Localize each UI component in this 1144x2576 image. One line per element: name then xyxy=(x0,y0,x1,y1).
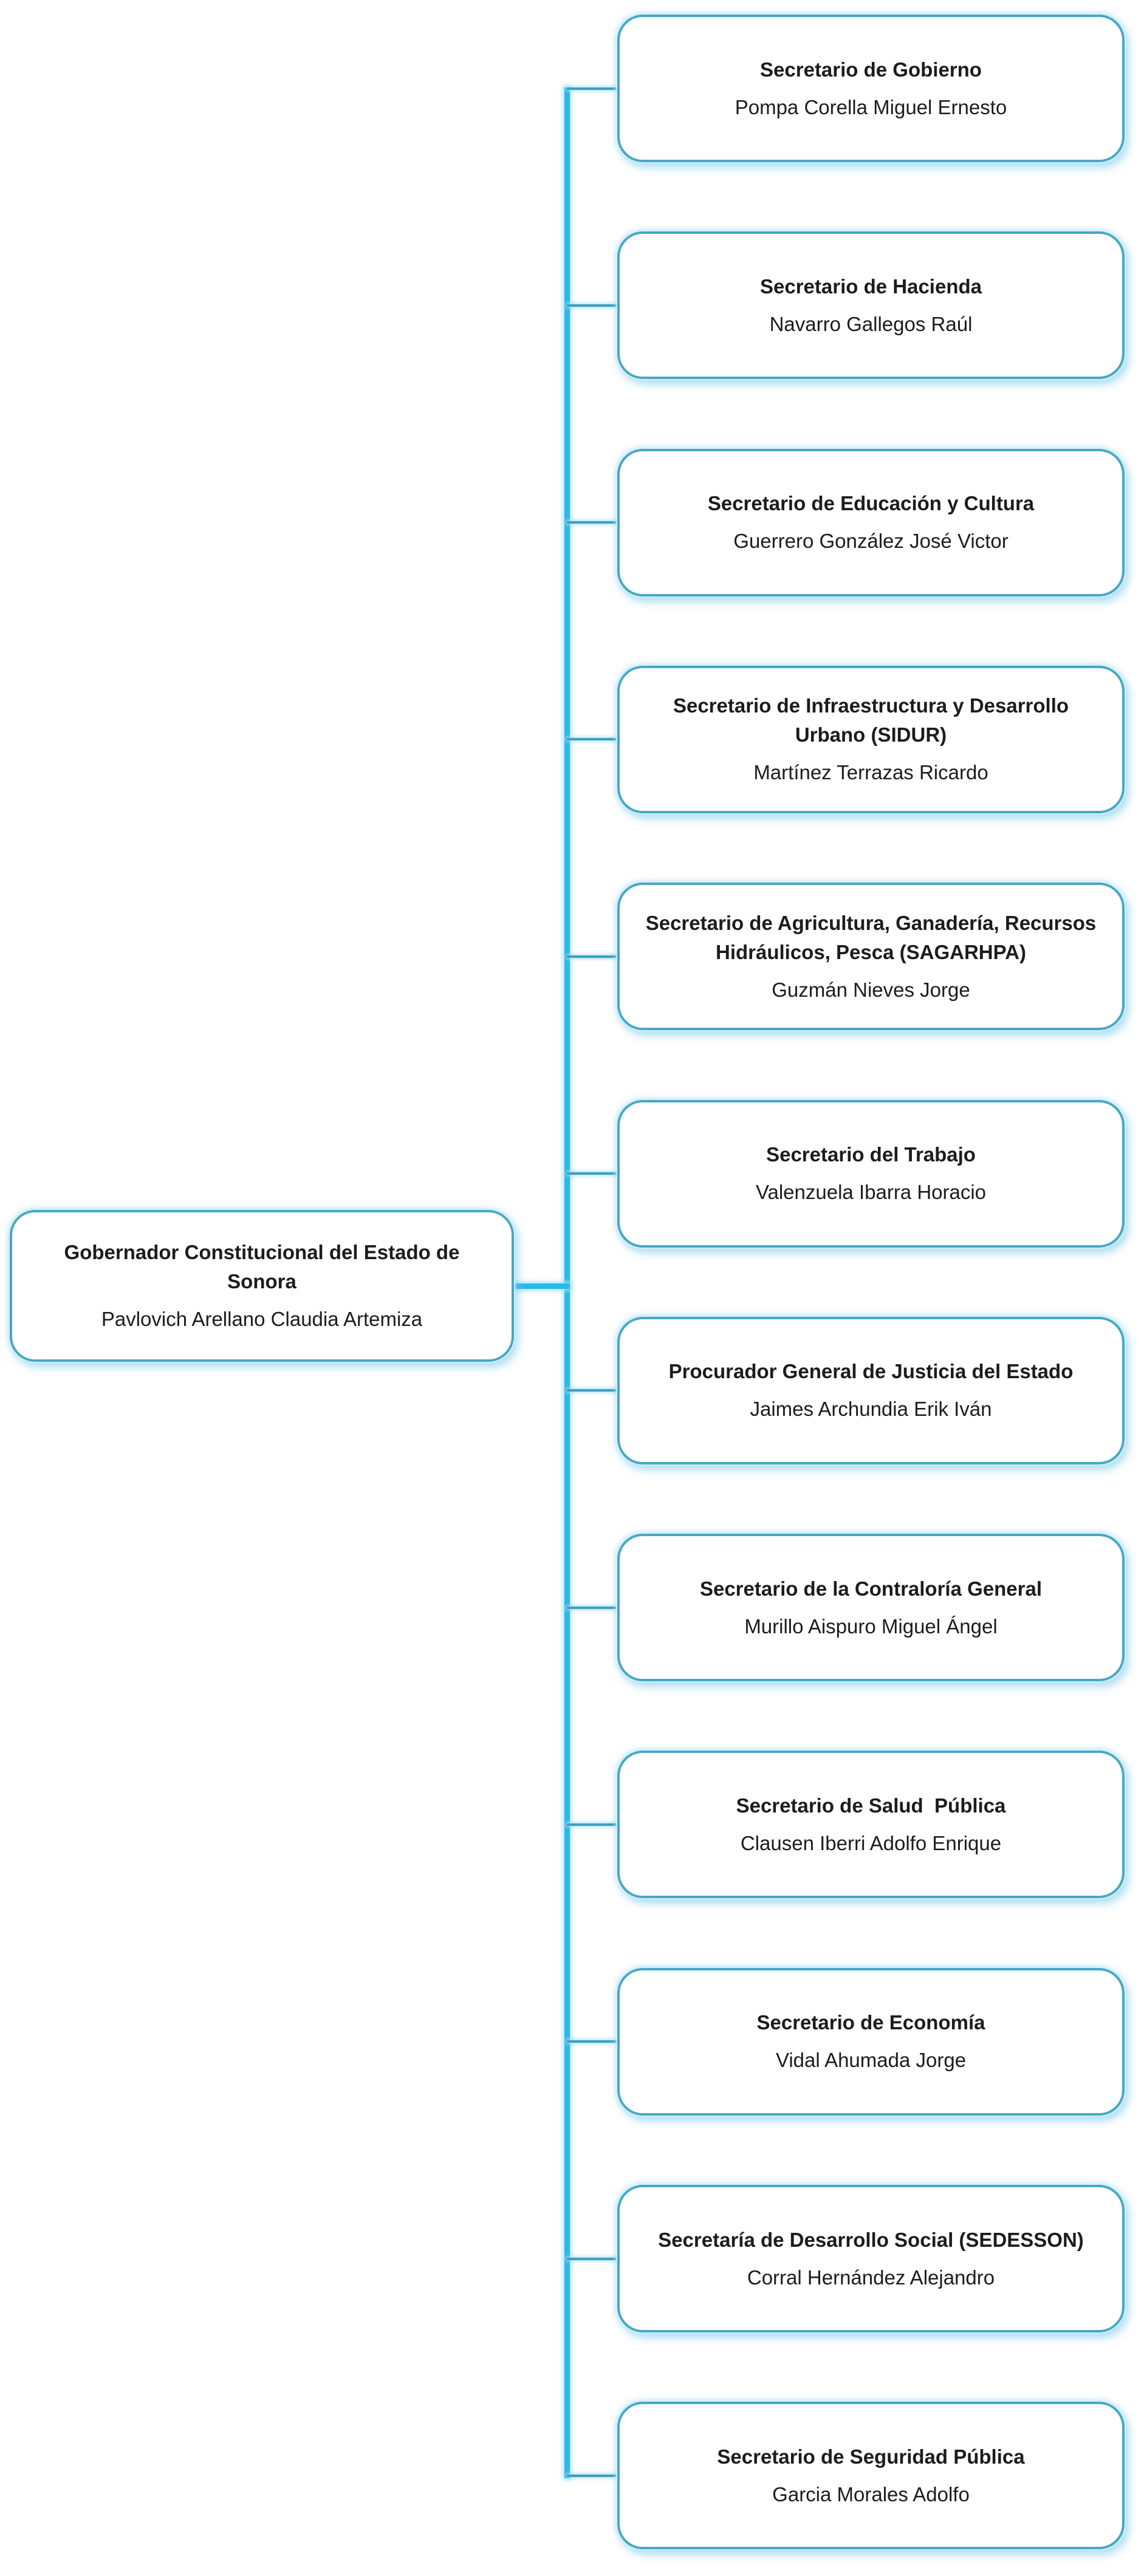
org-node-title: Secretario de Gobierno xyxy=(760,58,982,81)
connector-branch xyxy=(567,955,619,958)
org-node-person: Pompa Corella Miguel Ernesto xyxy=(735,95,1007,118)
connector-trunk xyxy=(564,87,570,2478)
org-node-title: Secretario del Trabajo xyxy=(766,1143,976,1166)
org-node-person: Jaimes Archundia Erik Iván xyxy=(750,1398,992,1421)
connector-branch xyxy=(567,1823,619,1826)
org-node-title: Procurador General de Justicia del Estad… xyxy=(668,1360,1074,1383)
org-node-title: Gobernador Constitucional del Estado de … xyxy=(64,1241,460,1293)
org-node-title: Secretario de la Contraloría General xyxy=(699,1577,1043,1600)
connector-root xyxy=(512,1283,570,1289)
org-node-title: Secretaría de Desarrollo Social (SEDESSO… xyxy=(658,2228,1084,2251)
org-node-secretary-7: Procurador General de Justicia del Estad… xyxy=(617,1316,1125,1464)
connector-branch xyxy=(567,2257,619,2260)
org-node-title: Secretario de Educación y Cultura xyxy=(707,492,1035,515)
org-node-title: Secretario de Salud Pública xyxy=(736,1794,1006,1817)
org-node-secretary-11: Secretaría de Desarrollo Social (SEDESSO… xyxy=(617,2185,1125,2332)
connector-branch xyxy=(567,738,619,741)
connector-branch xyxy=(567,1172,619,1175)
org-node-person: Martínez Terrazas Ricardo xyxy=(753,761,988,784)
org-node-secretary-5: Secretario de Agricultura, Ganadería, Re… xyxy=(617,883,1125,1031)
connector-branch xyxy=(567,2040,619,2043)
connector-branch xyxy=(567,1389,619,1392)
connector-branch xyxy=(567,304,619,307)
connector-branch xyxy=(567,521,619,524)
org-node-person: Guzmán Nieves Jorge xyxy=(772,978,970,1001)
org-node-person: Clausen Iberri Adolfo Enrique xyxy=(740,1831,1002,1854)
org-node-title: Secretario de Economía xyxy=(756,2011,985,2034)
connector-branch xyxy=(567,1606,619,1609)
org-node-title: Secretario de Seguridad Pública xyxy=(717,2445,1025,2468)
org-node-person: Navarro Gallegos Raúl xyxy=(769,312,973,335)
org-node-title: Secretario de Infraestructura y Desarrol… xyxy=(673,694,1069,746)
org-node-governor: Gobernador Constitucional del Estado de … xyxy=(10,1210,514,1362)
org-node-person: Valenzuela Ibarra Horacio xyxy=(755,1181,987,1203)
org-node-person: Corral Hernández Alejandro xyxy=(747,2266,995,2289)
org-node-title: Secretario de Agricultura, Ganadería, Re… xyxy=(645,911,1097,963)
org-node-secretary-4: Secretario de Infraestructura y Desarrol… xyxy=(617,665,1125,813)
org-node-person: Garcia Morales Adolfo xyxy=(772,2482,970,2506)
org-node-person: Vidal Ahumada Jorge xyxy=(775,2049,967,2072)
org-node-person: Murillo Aispuro Miguel Ángel xyxy=(744,1614,998,1638)
connector-branch xyxy=(567,2474,619,2477)
org-node-person: Pavlovich Arellano Claudia Artemiza xyxy=(101,1308,423,1330)
org-node-person: Guerrero González José Victor xyxy=(733,530,1009,553)
org-node-title: Secretario de Hacienda xyxy=(760,275,982,298)
connector-branch xyxy=(567,87,619,90)
